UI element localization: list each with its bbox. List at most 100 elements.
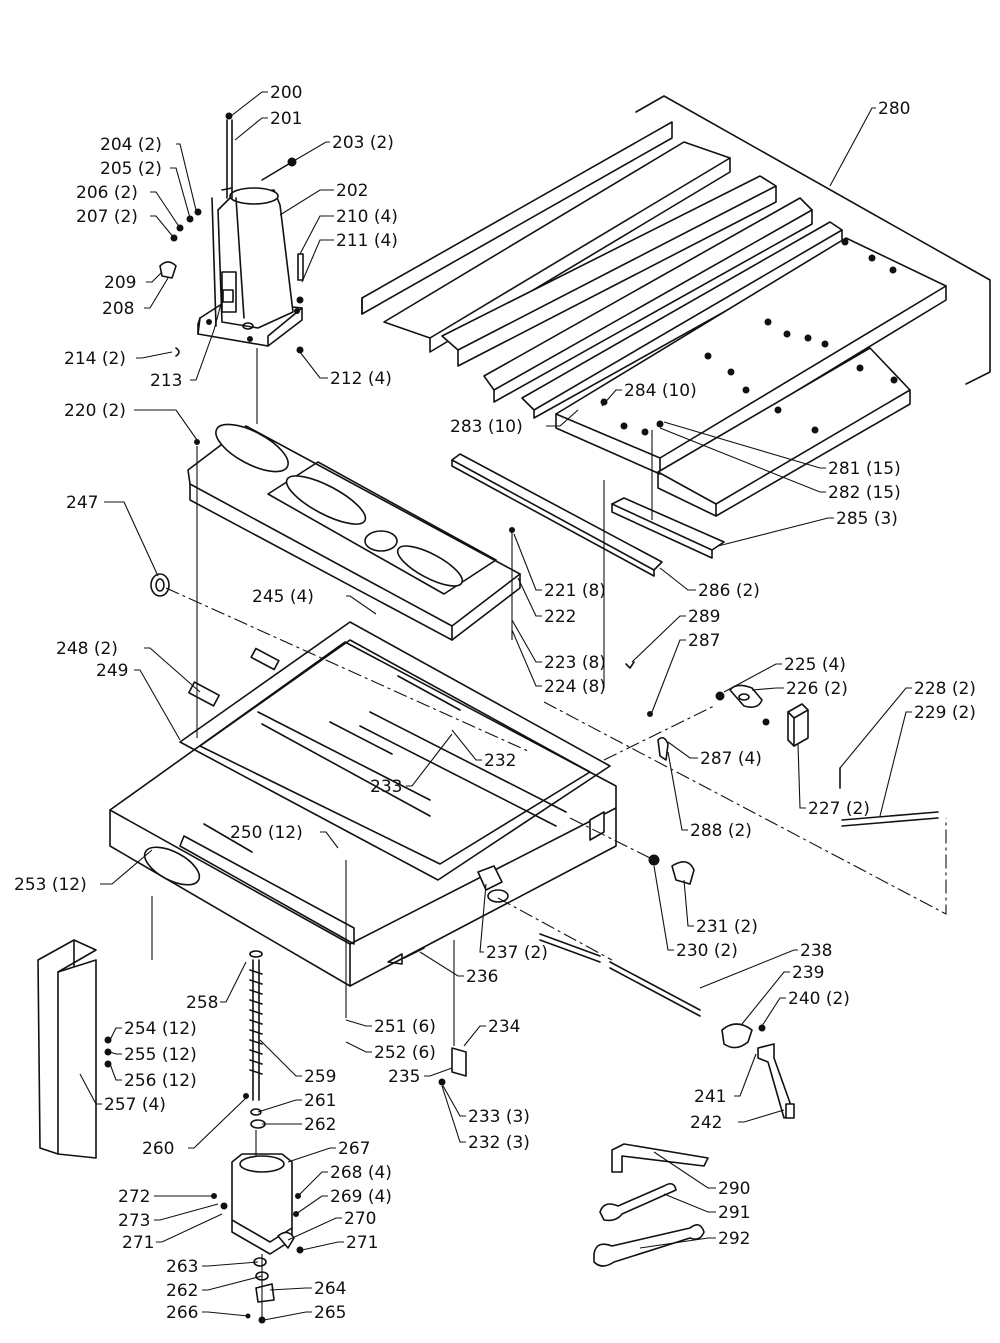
callout-262b: 262 [166, 1281, 198, 1301]
callout-233b: 233 (3) [468, 1107, 530, 1127]
callout-249: 249 [96, 661, 128, 681]
callout-235: 235 [388, 1067, 420, 1087]
column-rod [225, 112, 233, 199]
callout-214: 214 (2) [64, 349, 126, 369]
base-cabinet [109, 621, 617, 987]
callout-204: 204 (2) [100, 135, 162, 155]
callout-211: 211 (4) [336, 231, 398, 251]
callout-209: 209 [104, 273, 136, 293]
callout-254: 254 (12) [124, 1019, 197, 1039]
callout-282: 282 (15) [828, 483, 901, 503]
callout-247: 247 [66, 493, 98, 513]
callout-210: 210 (4) [336, 207, 398, 227]
callout-259: 259 [304, 1067, 336, 1087]
callout-269: 269 (4) [330, 1187, 392, 1207]
callout-265: 265 [314, 1303, 346, 1323]
leader-lines [79, 91, 912, 1321]
callout-226: 226 (2) [786, 679, 848, 699]
callout-233a: 233 [370, 777, 402, 797]
right-side-hardware [625, 661, 939, 827]
callout-227: 227 (2) [808, 799, 870, 819]
wrench-set [593, 1143, 709, 1267]
callout-203: 203 (2) [332, 133, 394, 153]
board-group-bracket [635, 95, 991, 385]
callout-260: 260 [142, 1139, 174, 1159]
callout-285: 285 (3) [836, 509, 898, 529]
callout-253: 253 (12) [14, 875, 87, 895]
callout-206: 206 (2) [76, 183, 138, 203]
callout-200: 200 [270, 83, 302, 103]
table-board-set [361, 121, 947, 517]
callout-222: 222 [544, 607, 576, 627]
gearbox-housing [211, 1153, 304, 1324]
callout-225: 225 (4) [784, 655, 846, 675]
callout-284: 284 (10) [624, 381, 697, 401]
callout-232b: 232 (3) [468, 1133, 530, 1153]
callout-256: 256 (12) [124, 1071, 197, 1091]
callout-234: 234 [488, 1017, 520, 1037]
callout-257: 257 (4) [104, 1095, 166, 1115]
parts-drawing [37, 95, 991, 1324]
callout-292: 292 [718, 1229, 750, 1249]
callout-262a: 262 [304, 1115, 336, 1135]
callout-287a: 287 [688, 631, 720, 651]
callout-207: 207 (2) [76, 207, 138, 227]
callout-229: 229 (2) [914, 703, 976, 723]
callout-230: 230 (2) [676, 941, 738, 961]
callout-224: 224 (8) [544, 677, 606, 697]
callout-255: 255 (12) [124, 1045, 197, 1065]
callout-291: 291 [718, 1203, 750, 1223]
callout-208: 208 [102, 299, 134, 319]
explode-lines [151, 348, 947, 1318]
callout-250: 250 (12) [230, 823, 303, 843]
callout-228: 228 (2) [914, 679, 976, 699]
callout-240: 240 (2) [788, 989, 850, 1009]
callout-251: 251 (6) [374, 1017, 436, 1037]
callout-272: 272 [118, 1187, 150, 1207]
callout-271a: 271 [122, 1233, 154, 1253]
callout-232a: 232 [484, 751, 516, 771]
callout-290: 290 [718, 1179, 750, 1199]
callout-252: 252 (6) [374, 1043, 436, 1063]
callout-labels: 200 201 203 (2) 204 (2) 205 (2) 206 (2) … [14, 83, 976, 1323]
callout-270: 270 [344, 1209, 376, 1229]
callout-237: 237 (2) [486, 943, 548, 963]
callout-283: 283 (10) [450, 417, 523, 437]
callout-220: 220 (2) [64, 401, 126, 421]
callout-267: 267 [338, 1139, 370, 1159]
table-mount-plate [187, 423, 521, 641]
side-panel [37, 939, 112, 1159]
fence-rails [451, 453, 725, 577]
callout-264: 264 [314, 1279, 346, 1299]
callout-231: 231 (2) [696, 917, 758, 937]
callout-288: 288 (2) [690, 821, 752, 841]
leadscrew [243, 950, 266, 1129]
callout-223: 223 (8) [544, 653, 606, 673]
callout-258: 258 [186, 993, 218, 1013]
callout-248: 248 (2) [56, 639, 118, 659]
callout-268: 268 (4) [330, 1163, 392, 1183]
callout-261: 261 [304, 1091, 336, 1111]
callout-236: 236 [466, 967, 498, 987]
callout-238: 238 [800, 941, 832, 961]
crank-assembly [438, 854, 795, 1119]
callout-281: 281 (15) [828, 459, 901, 479]
callout-201: 201 [270, 109, 302, 129]
column-support-casting [197, 187, 303, 347]
callout-205: 205 (2) [100, 159, 162, 179]
callout-212: 212 (4) [330, 369, 392, 389]
callout-263: 263 [166, 1257, 198, 1277]
callout-202: 202 [336, 181, 368, 201]
callout-242: 242 [690, 1113, 722, 1133]
callout-241: 241 [694, 1087, 726, 1107]
callout-273: 273 [118, 1211, 150, 1231]
callout-266: 266 [166, 1303, 198, 1323]
callout-239: 239 [792, 963, 824, 983]
callout-221: 221 (8) [544, 581, 606, 601]
callout-287b: 287 (4) [700, 749, 762, 769]
board-bolts [600, 238, 898, 436]
callout-213: 213 [150, 371, 182, 391]
callout-280: 280 [878, 99, 910, 119]
callout-289: 289 [688, 607, 720, 627]
